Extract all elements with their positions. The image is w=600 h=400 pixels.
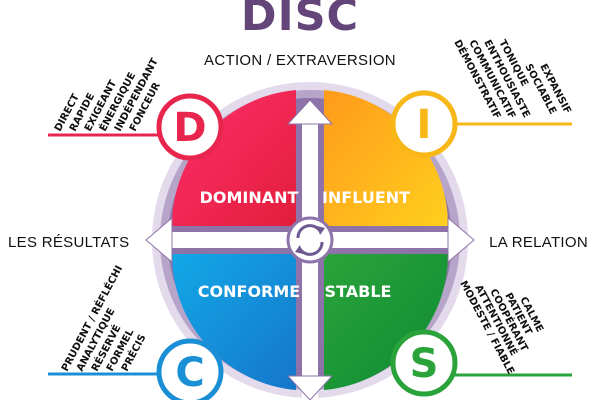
badge-letter-s: S <box>410 341 439 387</box>
quadrant-d <box>171 90 296 226</box>
axis-label-left: LES RÉSULTATS <box>8 234 130 251</box>
badge-c: C <box>156 338 224 400</box>
quadrant-label-d: DOMINANT <box>200 188 299 207</box>
badge-s: S <box>390 329 458 397</box>
arrow-right-icon <box>447 216 475 264</box>
badge-letter-c: C <box>175 350 204 396</box>
quadrant-c <box>171 254 296 390</box>
quadrant-i <box>324 90 449 226</box>
badge-letter-d: D <box>173 105 206 151</box>
arrow-up-icon <box>286 99 334 125</box>
quadrant-s <box>324 254 449 390</box>
axis-label-right: LA RELATION <box>489 234 588 251</box>
refresh-cycle-icon <box>296 224 322 239</box>
axis-label-top: ACTION / EXTRAVERSION <box>204 52 396 69</box>
quadrant-label-c: CONFORME <box>198 282 300 301</box>
page-title: DISC <box>240 0 360 41</box>
badge-d: D <box>156 93 224 161</box>
arrow-down-icon <box>286 375 334 400</box>
badge-letter-i: I <box>417 102 432 148</box>
quadrant-label-s: STABLE <box>325 282 392 301</box>
quadrant-label-i: INFLUENT <box>322 188 410 207</box>
badge-i: I <box>390 90 458 158</box>
arrow-left-icon <box>145 216 173 264</box>
